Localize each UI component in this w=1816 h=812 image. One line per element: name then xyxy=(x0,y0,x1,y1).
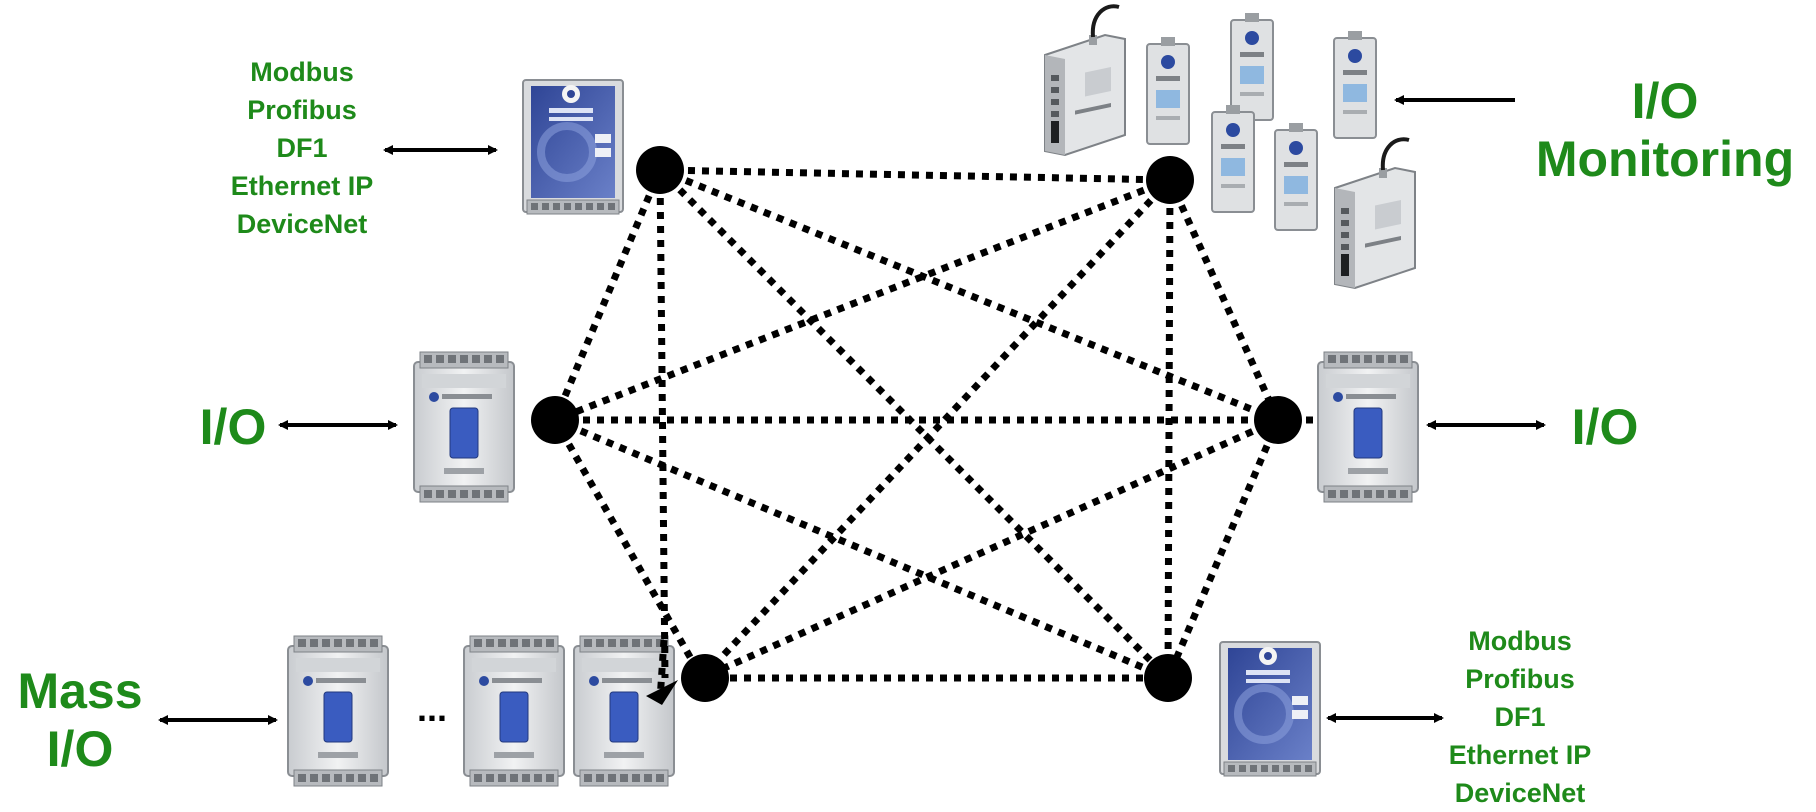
protocol-label: DeviceNet xyxy=(1454,778,1586,808)
link-r-br xyxy=(1164,418,1282,680)
node-top-right xyxy=(1146,156,1194,204)
protocol-list-bottom-right: Modbus Profibus DF1 Ethernet IP DeviceNe… xyxy=(1410,622,1630,812)
ellipsis-more-modules: ... xyxy=(416,688,447,729)
link-tl-l xyxy=(551,168,664,422)
link-tl-br xyxy=(657,167,1171,681)
protocol-gateway-bottom-right xyxy=(1220,642,1320,776)
protocol-label: Profibus xyxy=(247,95,357,125)
link-tl-bl xyxy=(656,169,669,679)
mesh-nodes xyxy=(531,146,1302,702)
node-top-left xyxy=(636,146,684,194)
mesh-links xyxy=(551,166,1318,682)
protocol-label: DeviceNet xyxy=(236,209,368,239)
protocol-label: DF1 xyxy=(1494,702,1546,732)
wireless-sensor-2 xyxy=(1230,12,1274,121)
protocol-label: Modbus xyxy=(250,57,354,87)
mass-io-module-2 xyxy=(463,635,565,787)
protocol-label: DF1 xyxy=(276,133,328,163)
node-left xyxy=(531,396,579,444)
node-bottom-right xyxy=(1144,654,1192,702)
mass-io-module-1 xyxy=(287,635,389,787)
wireless-sensor-1 xyxy=(1146,36,1190,145)
node-bottom-left xyxy=(681,654,729,702)
mass-io-module-3 xyxy=(573,635,675,787)
io-module-right xyxy=(1317,351,1419,503)
mass-io-line: I/O xyxy=(46,721,114,777)
link-r-bl xyxy=(700,416,1280,682)
protocol-label: Profibus xyxy=(1465,664,1575,694)
io-module-left xyxy=(413,351,515,503)
wireless-sensor-5 xyxy=(1274,122,1318,231)
wireless-sensor-4 xyxy=(1211,104,1255,213)
wireless-sensor-antenna-1 xyxy=(1043,4,1127,157)
protocol-gateway-top-left xyxy=(523,80,623,214)
link-tr-r xyxy=(1166,178,1282,422)
io-monitoring-label: I/O Monitoring xyxy=(1520,72,1810,188)
wireless-sensor-antenna-2 xyxy=(1333,137,1417,290)
arrow-to-mass-io xyxy=(656,639,668,701)
link-tr-bl xyxy=(699,177,1173,681)
mass-io-label: Mass I/O xyxy=(0,662,160,778)
io-monitoring-line: I/O xyxy=(1631,73,1699,129)
link-tr-br xyxy=(1164,179,1174,679)
io-label-right: I/O xyxy=(1571,399,1639,455)
protocol-list-top-left: Modbus Profibus DF1 Ethernet IP DeviceNe… xyxy=(192,53,412,243)
io-monitoring-line: Monitoring xyxy=(1535,131,1795,187)
arrow-head-mass-io xyxy=(646,680,678,705)
link-tl-tr xyxy=(659,166,1171,184)
node-right xyxy=(1254,396,1302,444)
protocol-label: Ethernet IP xyxy=(1448,740,1592,770)
mass-io-line: Mass xyxy=(17,663,143,719)
io-label-left: I/O xyxy=(199,399,267,455)
protocol-label: Ethernet IP xyxy=(230,171,374,201)
link-tr-l xyxy=(553,176,1172,424)
wireless-sensor-3 xyxy=(1333,30,1377,139)
protocol-label: Modbus xyxy=(1468,626,1572,656)
